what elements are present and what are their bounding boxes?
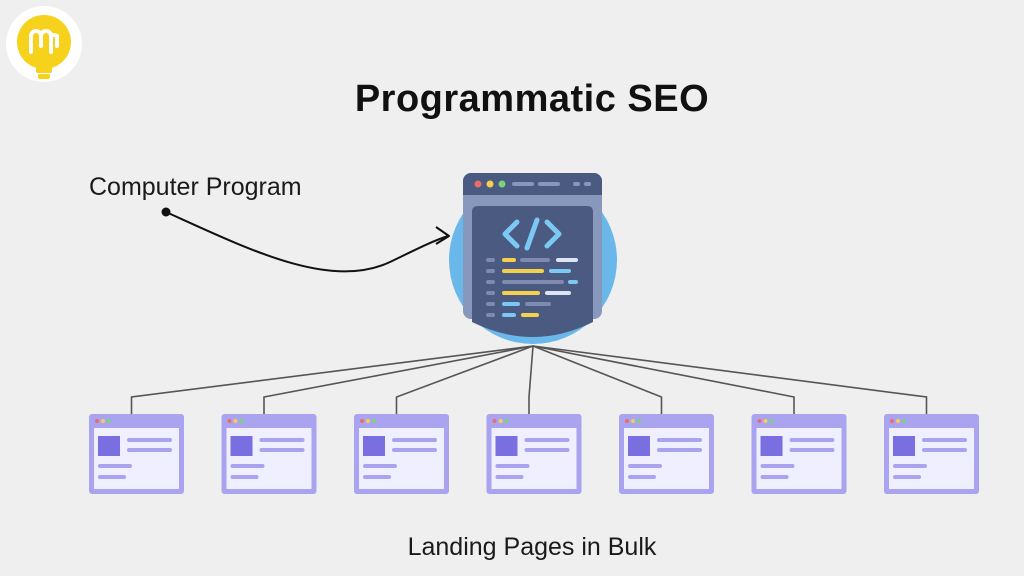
connector-line (395, 345, 534, 414)
landing-page-icon (751, 414, 847, 494)
connector-line (532, 345, 663, 414)
connector-line (532, 345, 795, 414)
connector-line (130, 345, 534, 414)
program-label: Computer Program (89, 173, 302, 201)
landing-page-icon (486, 414, 582, 494)
landing-page-icon (221, 414, 317, 494)
landing-page-icon (884, 414, 979, 494)
program-arrow (161, 207, 450, 273)
landing-pages (89, 414, 979, 494)
code-window-icon (449, 173, 617, 344)
connector-line (263, 345, 534, 414)
connector-line (532, 345, 928, 414)
landing-page-icon (89, 414, 184, 494)
lightbulb-logo-icon (6, 6, 82, 82)
connector-line (528, 345, 534, 414)
pages-label: Landing Pages in Bulk (407, 533, 657, 561)
landing-page-icon (619, 414, 714, 494)
connector-lines (130, 345, 928, 414)
page-title: Programmatic SEO (354, 78, 710, 120)
landing-page-icon (354, 414, 449, 494)
